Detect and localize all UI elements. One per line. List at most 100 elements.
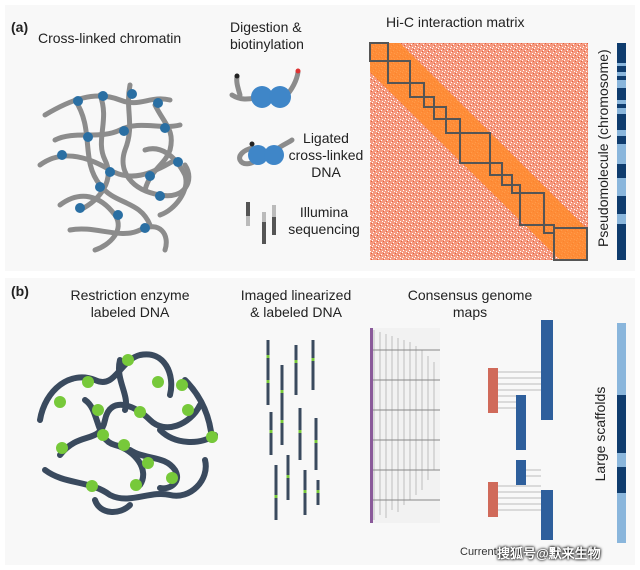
- label-dot: [280, 420, 284, 423]
- hic-block: [511, 184, 521, 194]
- crosslink-node: [105, 167, 115, 177]
- dna-fiber: [127, 447, 181, 492]
- hic-block: [369, 42, 389, 62]
- bar-segment: [617, 453, 626, 467]
- label-node: [206, 431, 218, 443]
- contig: [488, 368, 498, 413]
- bar-segment: [617, 224, 626, 260]
- illumina-reads: [246, 202, 276, 244]
- restriction-title-line2: labeled DNA: [90, 304, 170, 320]
- alignment-edge: [370, 328, 373, 523]
- label-node: [97, 429, 109, 441]
- protein-blob: [269, 86, 291, 108]
- crosslink-node: [153, 98, 163, 108]
- imaged-title-line1: Imaged linearized: [240, 287, 352, 303]
- label-node: [122, 354, 134, 366]
- dna-fiber: [115, 357, 130, 413]
- ligated-label-line2: cross-linked: [288, 147, 364, 163]
- consensus-alignment: [370, 328, 440, 523]
- large-scaffolds-bar: [617, 323, 626, 543]
- hic-block: [489, 162, 503, 176]
- current-label: Current: [460, 546, 497, 558]
- read-segment: [262, 222, 266, 244]
- ligated-label-line1: Ligated: [303, 130, 349, 146]
- crosslink-nodes: [57, 89, 183, 233]
- biotin-mark: [249, 141, 255, 147]
- illumina-label: Illumina sequencing: [284, 204, 364, 238]
- label-dot: [269, 430, 273, 433]
- illumina-label-line1: Illumina: [299, 204, 349, 220]
- panel-a-letter: (a): [11, 19, 29, 35]
- hic-title: Hi-C interaction matrix: [386, 14, 525, 30]
- hic-block: [501, 174, 513, 186]
- digestion-title-line1: Digestion &: [230, 19, 302, 35]
- genome-map: [541, 490, 553, 540]
- label-node: [118, 439, 130, 451]
- digestion-illustration: [229, 68, 301, 108]
- bar-segment: [617, 88, 626, 100]
- ligated-label: Ligated cross-linked DNA: [286, 130, 366, 181]
- bar-segment: [617, 43, 626, 63]
- ligated-label-line3: DNA: [311, 164, 341, 180]
- bar-segment: [617, 136, 626, 144]
- read-segment: [246, 216, 250, 226]
- linearized-molecules: [266, 340, 320, 520]
- dna-fiber: [92, 497, 133, 515]
- label-dot: [311, 358, 315, 361]
- hic-block: [519, 192, 545, 226]
- read-segment: [246, 202, 250, 216]
- genome-map: [541, 320, 553, 420]
- read-segment: [272, 205, 276, 217]
- chromatin-title: Cross-linked chromatin: [38, 30, 182, 46]
- crosslink-node: [75, 203, 85, 213]
- bar-segment: [617, 395, 626, 453]
- crosslink-node: [98, 91, 108, 101]
- consensus-title-line2: maps: [452, 304, 488, 320]
- bar-segment: [617, 196, 626, 214]
- label-node: [54, 396, 66, 408]
- label-node: [130, 479, 142, 491]
- hic-block: [387, 60, 411, 84]
- dna-strand: [234, 74, 243, 98]
- bar-segment: [617, 76, 626, 80]
- digestion-title: Digestion & biotinylation: [230, 19, 320, 53]
- hic-block: [445, 118, 461, 134]
- dna-fiber: [57, 401, 203, 458]
- label-node: [176, 379, 188, 391]
- crosslink-node: [140, 223, 150, 233]
- crosslink-node: [57, 150, 67, 160]
- label-node: [152, 376, 164, 388]
- crosslink-node: [145, 171, 155, 181]
- crosslink-node: [73, 96, 83, 106]
- pseudomolecule-bar: [617, 43, 626, 260]
- bar-segment: [617, 493, 626, 543]
- dna-fiber: [42, 457, 209, 502]
- hic-block: [423, 96, 435, 108]
- label-dot: [294, 360, 298, 363]
- label-dot: [266, 380, 270, 383]
- bar-segment: [617, 104, 626, 108]
- illumina-label-line2: sequencing: [288, 221, 360, 237]
- hic-matrix: [369, 42, 588, 261]
- bar-segment: [617, 323, 626, 395]
- crosslink-node: [113, 210, 123, 220]
- panel-b-letter: (b): [11, 283, 29, 299]
- large-scaffolds-label: Large scaffolds: [592, 386, 608, 482]
- label-dot: [266, 355, 270, 358]
- protein-blob: [264, 145, 284, 165]
- bar-segment: [617, 43, 626, 260]
- label-node: [166, 472, 178, 484]
- read-segment: [272, 217, 276, 235]
- label-dot: [298, 430, 302, 433]
- imaged-title-line2: & labeled DNA: [250, 304, 342, 320]
- dna-strand: [237, 145, 259, 167]
- panel-b-background: [5, 278, 635, 565]
- bar-segment: [617, 164, 626, 178]
- label-dot: [274, 495, 278, 498]
- label-node: [92, 404, 104, 416]
- digestion-title-line2: biotinylation: [230, 36, 304, 52]
- labeled-dna-network: [37, 351, 218, 515]
- consensus-title: Consensus genome maps: [400, 287, 540, 321]
